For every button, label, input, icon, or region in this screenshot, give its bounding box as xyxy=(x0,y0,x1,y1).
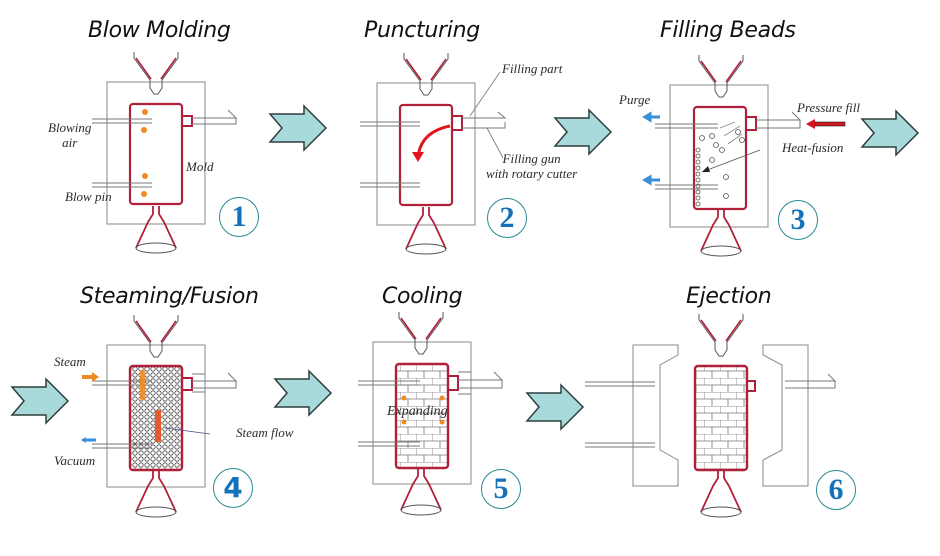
flow-arrow-2-3 xyxy=(554,109,612,155)
flow-arrow-3-4 xyxy=(861,110,919,156)
step-number-2: 2 xyxy=(487,198,527,238)
step-1-diagram xyxy=(92,51,238,254)
label-blowing-air: Blowing air xyxy=(48,120,92,150)
expansion-icon xyxy=(401,395,445,425)
step-4-title: Steaming/Fusion xyxy=(80,284,259,309)
step-1-title: Blow Molding xyxy=(88,18,231,43)
step-number-1: 1 xyxy=(219,197,259,237)
step-2-diagram xyxy=(360,52,507,255)
step-2-title: Puncturing xyxy=(364,18,480,43)
flow-arrow-5-6 xyxy=(526,384,584,430)
purge-arrow-icon xyxy=(642,111,660,186)
flow-arrow-1-2 xyxy=(269,105,327,151)
label-filling-part: Filling part xyxy=(502,61,563,76)
step-5-title: Cooling xyxy=(382,284,463,309)
step-6-title: Ejection xyxy=(686,284,772,309)
label-filling-gun: Filling gun with rotary cutter xyxy=(486,151,578,181)
label-steam-flow: Steam flow xyxy=(236,425,294,440)
step-5-diagram xyxy=(358,311,504,516)
label-vacuum: Vacuum xyxy=(54,453,96,468)
flow-arrow-4-5-in xyxy=(11,378,69,424)
step-number-6: 6 xyxy=(816,470,856,510)
mold-half-right xyxy=(762,344,809,487)
label-heat-fusion: Heat-fusion xyxy=(782,140,844,155)
step-3-title: Filling Beads xyxy=(660,18,796,43)
mold-half-left xyxy=(632,344,679,487)
step-4-diagram xyxy=(81,314,238,518)
step-number-3: 3 xyxy=(778,200,818,240)
step-6-diagram xyxy=(585,313,837,518)
pressure-fill-arrow-icon xyxy=(806,119,846,129)
label-steam: Steam xyxy=(54,354,86,369)
label-mold: Mold xyxy=(186,159,214,174)
label-purge: Purge xyxy=(619,92,651,107)
label-pressure-fill: Pressure fill xyxy=(797,100,860,115)
flow-arrow-4-5 xyxy=(274,370,332,416)
label-blow-pin: Blow pin xyxy=(65,189,112,204)
step-number-4: 4 xyxy=(213,468,253,508)
step-number-5: 5 xyxy=(481,469,521,509)
blow-air-icon xyxy=(141,109,148,197)
steam-heat-icon xyxy=(140,370,161,442)
label-expanding: Expanding xyxy=(387,404,448,419)
beads-icon xyxy=(695,129,745,207)
step-3-diagram xyxy=(642,54,846,257)
